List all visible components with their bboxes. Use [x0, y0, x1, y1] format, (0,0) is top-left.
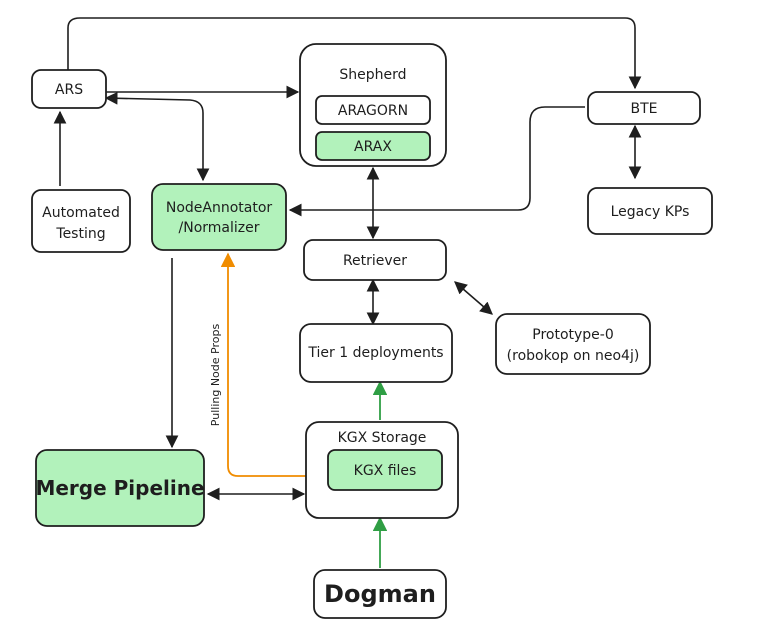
node-kgx-files: KGX files	[327, 449, 443, 491]
ars-label: ARS	[55, 82, 83, 98]
dogman-label: Dogman	[324, 580, 436, 608]
node-dogman: Dogman	[313, 569, 447, 619]
automated-testing-line1: Automated	[42, 205, 120, 221]
prototype-line1: Prototype-0	[532, 327, 614, 343]
tier1-label: Tier 1 deployments	[307, 345, 443, 361]
node-kgx-storage: KGX Storage KGX files	[305, 421, 459, 519]
node-merge-pipeline: Merge Pipeline	[35, 449, 205, 527]
node-aragorn: ARAGORN	[315, 95, 431, 125]
node-prototype: Prototype-0 (robokop on neo4j)	[495, 313, 651, 375]
node-annotator-line1: NodeAnnotator	[166, 200, 273, 216]
aragorn-label: ARAGORN	[338, 103, 408, 119]
pulling-node-props-label: Pulling Node Props	[209, 324, 222, 427]
bte-label: BTE	[630, 101, 657, 117]
node-automated-testing: Automated Testing	[31, 189, 131, 253]
node-annotator-line2: /Normalizer	[179, 220, 260, 236]
node-arax: ARAX	[315, 131, 431, 161]
kgx-files-label: KGX files	[354, 463, 417, 479]
node-annotator: NodeAnnotator /Normalizer	[151, 183, 287, 251]
retriever-label: Retriever	[343, 253, 407, 269]
edge-bte-to-node-annotator	[288, 106, 585, 217]
merge-pipeline-label: Merge Pipeline	[35, 476, 204, 500]
node-retriever: Retriever	[303, 239, 447, 281]
edge-pulling-node-props	[220, 252, 306, 477]
edge-retriever-prototype	[454, 281, 493, 315]
automated-testing-line2: Testing	[55, 226, 105, 242]
node-legacy-kps: Legacy KPs	[587, 187, 713, 235]
shepherd-label: Shepherd	[339, 67, 406, 83]
node-bte: BTE	[587, 91, 701, 125]
node-ars: ARS	[31, 69, 107, 109]
node-shepherd: Shepherd ARAGORN ARAX	[299, 43, 447, 167]
arax-label: ARAX	[354, 139, 392, 155]
legacy-kps-label: Legacy KPs	[611, 204, 690, 220]
node-tier1: Tier 1 deployments	[299, 323, 453, 383]
prototype-line2: (robokop on neo4j)	[507, 348, 640, 364]
edge-ars-to-bte	[67, 17, 642, 90]
edge-ars-node-annotator	[104, 91, 210, 182]
kgx-storage-label: KGX Storage	[338, 430, 427, 446]
